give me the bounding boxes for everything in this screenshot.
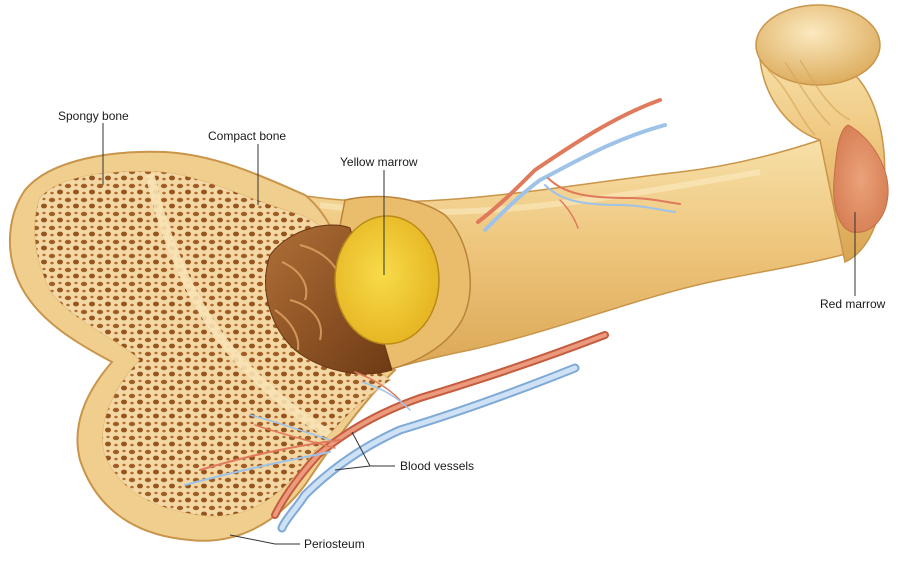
label-red-marrow: Red marrow <box>820 297 886 311</box>
upper-blood-vessels <box>476 98 681 232</box>
yellow-marrow-disc <box>334 215 440 345</box>
label-compact-bone: Compact bone <box>208 129 286 143</box>
lower-blood-vessels <box>184 331 609 533</box>
label-periosteum: Periosteum <box>304 537 365 551</box>
label-blood-vessels: Blood vessels <box>400 459 474 473</box>
leader-lines <box>102 123 856 545</box>
femoral-head <box>755 4 881 86</box>
label-spongy-bone: Spongy bone <box>58 109 129 123</box>
label-yellow-marrow: Yellow marrow <box>340 155 418 169</box>
